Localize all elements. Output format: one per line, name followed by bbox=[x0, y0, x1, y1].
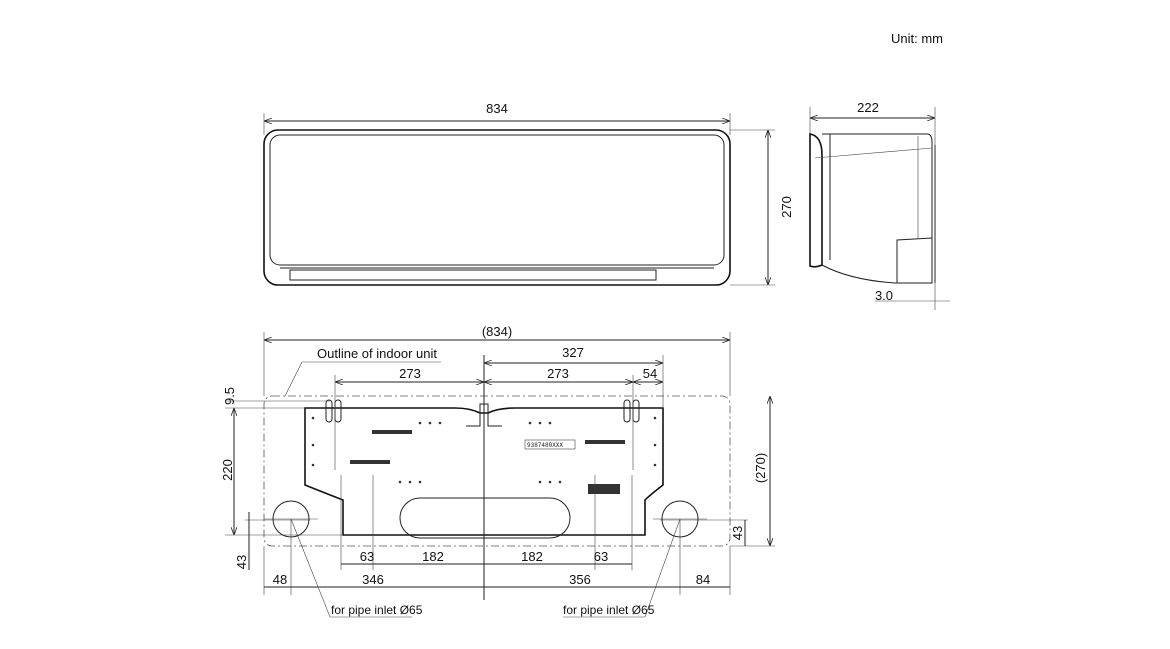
hook-right-dimension: 273 bbox=[547, 366, 569, 381]
plate-height-dimension: 220 bbox=[220, 459, 235, 481]
front-panel-outline bbox=[263, 129, 731, 286]
indoor-unit-outline bbox=[263, 395, 731, 547]
offset-dimension: 3.0 bbox=[875, 288, 893, 303]
unit-label: Unit: mm bbox=[891, 31, 943, 46]
drain-slot bbox=[399, 497, 571, 539]
bottom-dim-4: 63 bbox=[594, 549, 608, 564]
outline-label: Outline of indoor unit bbox=[317, 346, 437, 361]
bottom-dim-7: 356 bbox=[569, 572, 591, 587]
bottom-dim-6: 346 bbox=[362, 572, 384, 587]
bottom-dim-8: 84 bbox=[696, 572, 710, 587]
bottom-dim-5: 48 bbox=[273, 572, 287, 587]
left-pipe-height: 43 bbox=[234, 555, 249, 569]
top-offset-dimension: 9.5 bbox=[222, 387, 237, 405]
height-dimension: 270 bbox=[779, 196, 794, 218]
top-right-span: 327 bbox=[562, 345, 584, 360]
pipe-inlet-left-label: for pipe inlet Ø65 bbox=[331, 603, 423, 617]
mounting-plate bbox=[304, 407, 664, 536]
front-view: 834 270 bbox=[263, 101, 794, 286]
overall-height: (270) bbox=[753, 453, 768, 483]
width-dimension: 834 bbox=[486, 101, 508, 116]
louver bbox=[289, 269, 657, 281]
right-pipe-height: 43 bbox=[730, 526, 745, 540]
hook-edge-dimension: 54 bbox=[643, 366, 657, 381]
bottom-dim-2: 182 bbox=[422, 549, 444, 564]
bottom-dim-1: 63 bbox=[360, 549, 374, 564]
installation-plate-view: (834) Outline of indoor unit 9387480XXX … bbox=[220, 324, 775, 618]
hook-left-dimension: 273 bbox=[399, 366, 421, 381]
bottom-dim-3: 182 bbox=[521, 549, 543, 564]
plate-holes bbox=[311, 416, 657, 484]
pipe-inlet-right-label: for pipe inlet Ø65 bbox=[563, 603, 655, 617]
overall-width: (834) bbox=[482, 324, 512, 339]
side-view: 222 3.0 bbox=[809, 100, 950, 310]
depth-dimension: 222 bbox=[857, 100, 879, 115]
plate-code: 9387480XXX bbox=[527, 442, 563, 449]
